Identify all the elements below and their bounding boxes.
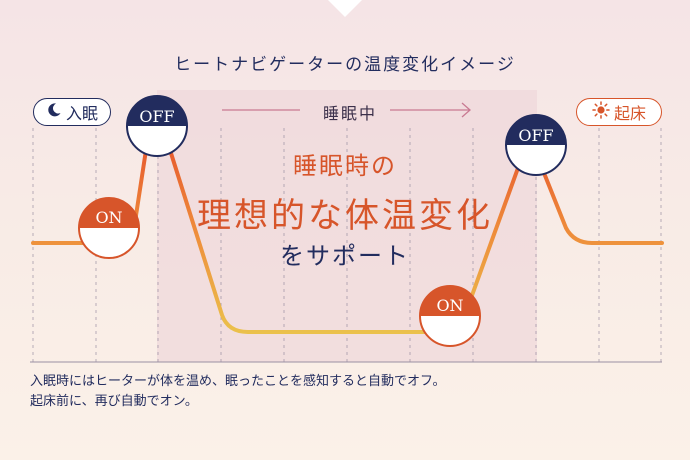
off-badge-wake-label: OFF — [518, 126, 553, 145]
caption-line-1: 入眠時にはヒーターが体を温め、眠ったことを感知すると自動でオフ。 — [30, 374, 446, 389]
diagram-title: ヒートナビゲーターの温度変化イメージ — [174, 55, 516, 75]
off-badge-label: OFF — [139, 107, 174, 126]
heater-off-badge-wake — [505, 114, 567, 176]
headline-line-2: 理想的な体温変化 — [197, 196, 493, 236]
heater-on-badge — [78, 197, 140, 259]
caption: 入眠時にはヒーターが体を温め、眠ったことを感知すると自動でオフ。 起床前に、再び… — [30, 372, 670, 412]
headline-line-1: 睡眠時の — [293, 152, 397, 180]
wake-text: 起床 — [613, 104, 646, 123]
top-notch — [328, 0, 362, 17]
headline-line-3: をサポート — [280, 242, 410, 270]
temperature-curve — [31, 138, 664, 334]
crescent-moon-icon — [46, 102, 62, 122]
on-badge-wake-label: ON — [436, 296, 463, 315]
sleep-start-text: 入眠 — [65, 104, 98, 123]
wake-label: 起床 — [576, 98, 662, 126]
sun-icon — [592, 101, 610, 123]
sleep-period-arrow — [222, 102, 471, 118]
caption-line-2: 起床前に、再び自動でオン。 — [30, 394, 198, 409]
heater-off-badge — [126, 95, 188, 157]
on-badge-label: ON — [95, 208, 122, 227]
sleep-start-label: 入眠 — [33, 98, 111, 126]
sleeping-label: 睡眠中 — [322, 104, 377, 123]
heater-on-badge-wake — [419, 285, 481, 347]
